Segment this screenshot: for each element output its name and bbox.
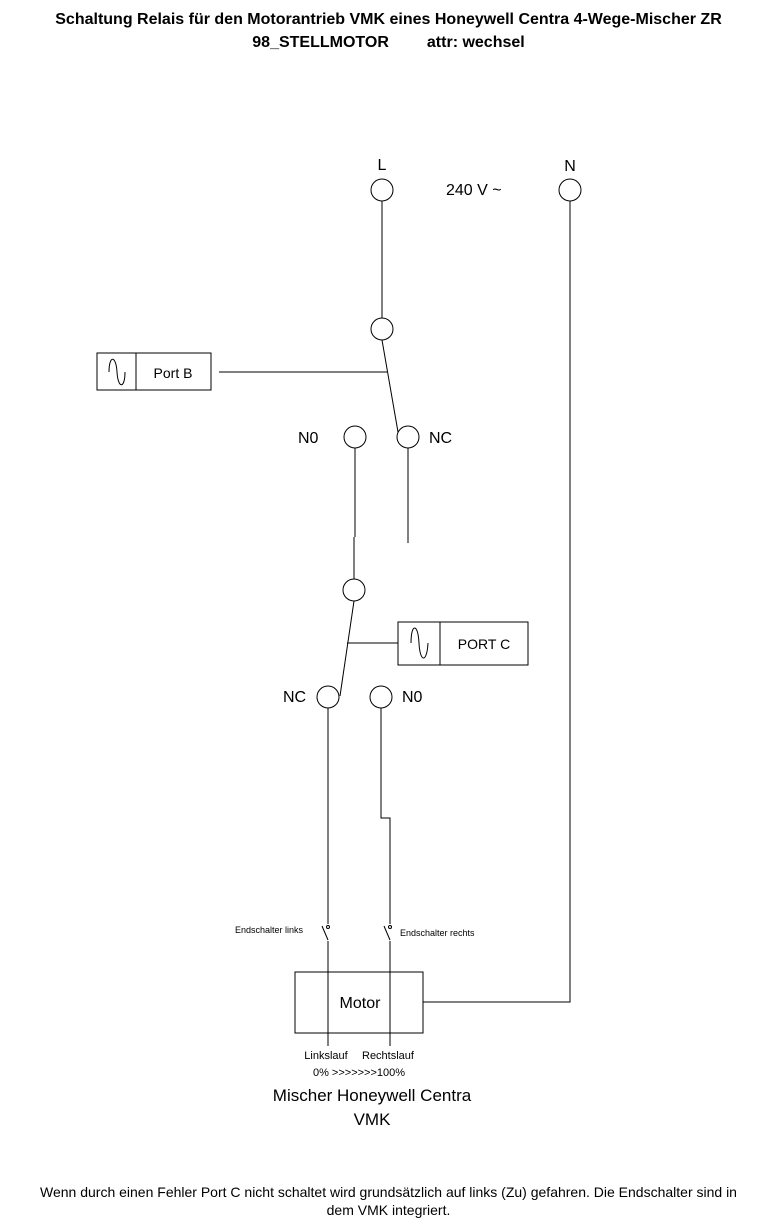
footnote: Wenn durch einen Fehler Port C nicht sch… (0, 1183, 777, 1219)
limit-switch-right-blade (383, 925, 391, 941)
footnote-line-1: Wenn durch einen Fehler Port C nicht sch… (40, 1184, 737, 1200)
label-voltage: 240 V ~ (446, 182, 502, 199)
relay-c-common-terminal (342, 578, 366, 602)
port-b-sine-icon (108, 358, 126, 386)
port-c-sine-icon (410, 627, 429, 659)
motor-label: Motor (340, 995, 382, 1012)
port-b-coil-box (96, 352, 212, 391)
mixer-label-line-2: VMK (354, 1110, 392, 1129)
footnote-line-2: dem VMK integriert. (326, 1202, 451, 1218)
title-attribute: attr: wechsel (426, 34, 525, 51)
relay-c-no-terminal (369, 685, 393, 709)
relay-b-nc-terminal (396, 425, 420, 449)
motor-left-run-label: Linkslauf (304, 1050, 348, 1062)
motor-right-run-label: Rechtslauf (362, 1050, 415, 1062)
wire-neutral-to-motor (423, 201, 571, 1003)
label-phase-l: L (378, 157, 387, 174)
wire-no-to-right-limit (380, 708, 391, 924)
mixer-label-line-1: Mischer Honeywell Centra (273, 1086, 472, 1105)
limit-switch-right-label: Endschalter rechts (400, 928, 475, 938)
relay-c-switch-arm (339, 600, 355, 697)
terminal-l (370, 178, 394, 202)
port-b-label: Port B (154, 365, 193, 381)
title-line-1: Schaltung Relais für den Motorantrieb VM… (55, 11, 722, 28)
relay-b-nc-label: NC (429, 430, 452, 447)
relay-b-no-terminal (343, 425, 367, 449)
title-device-name: 98_STELLMOTOR (252, 34, 389, 51)
relay-c-no-label: N0 (402, 689, 423, 706)
terminal-n (558, 178, 582, 202)
diagram-title: Schaltung Relais für den Motorantrieb VM… (0, 8, 777, 54)
relay-c-nc-label: NC (283, 689, 306, 706)
relay-b-no-label: N0 (298, 430, 319, 447)
limit-switch-left-label: Endschalter links (235, 925, 304, 935)
motor-range-label: 0% >>>>>>>100% (313, 1067, 405, 1079)
label-neutral-n: N (564, 158, 576, 175)
port-c-label: PORT C (458, 636, 510, 652)
title-line-2: 98_STELLMOTOR attr: wechsel (0, 31, 777, 54)
relay-b-common-terminal (370, 317, 394, 341)
limit-switch-left-blade (321, 925, 329, 941)
relay-c-nc-terminal (316, 685, 340, 709)
port-c-coil-box (397, 621, 529, 666)
relay-b-switch-arm (381, 339, 399, 433)
